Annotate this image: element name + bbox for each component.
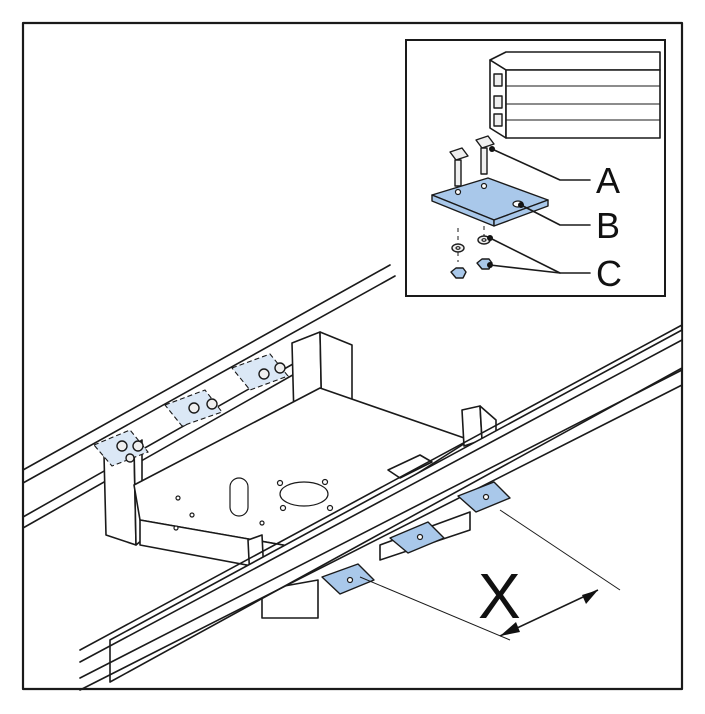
back-clamp-plates [93,353,289,467]
hex-nut [450,267,467,279]
callout-c: C [596,253,622,294]
front-clamp-plates [321,481,511,595]
aluminium-profile [489,51,661,139]
front-rail [79,324,683,691]
washer [451,243,465,253]
dimension-arrow-left [500,622,520,636]
clamp-plate [93,429,149,467]
clamp-plate [164,389,223,427]
leader-lines [487,146,591,274]
detail-inset: A B C [405,39,666,297]
clamp-plate [321,563,375,595]
dimension-label: X [478,560,521,632]
callout-b: B [596,205,620,246]
clamp-plate-detail [431,177,549,227]
callout-a: A [596,160,620,201]
clamp-plate [231,353,289,391]
dimension-x: X [359,509,621,641]
t-bolt [475,135,495,175]
clamp-plate [457,481,511,513]
t-bolt [449,147,469,187]
clamp-plate [389,521,445,554]
dimension-arrow-right [582,590,598,604]
